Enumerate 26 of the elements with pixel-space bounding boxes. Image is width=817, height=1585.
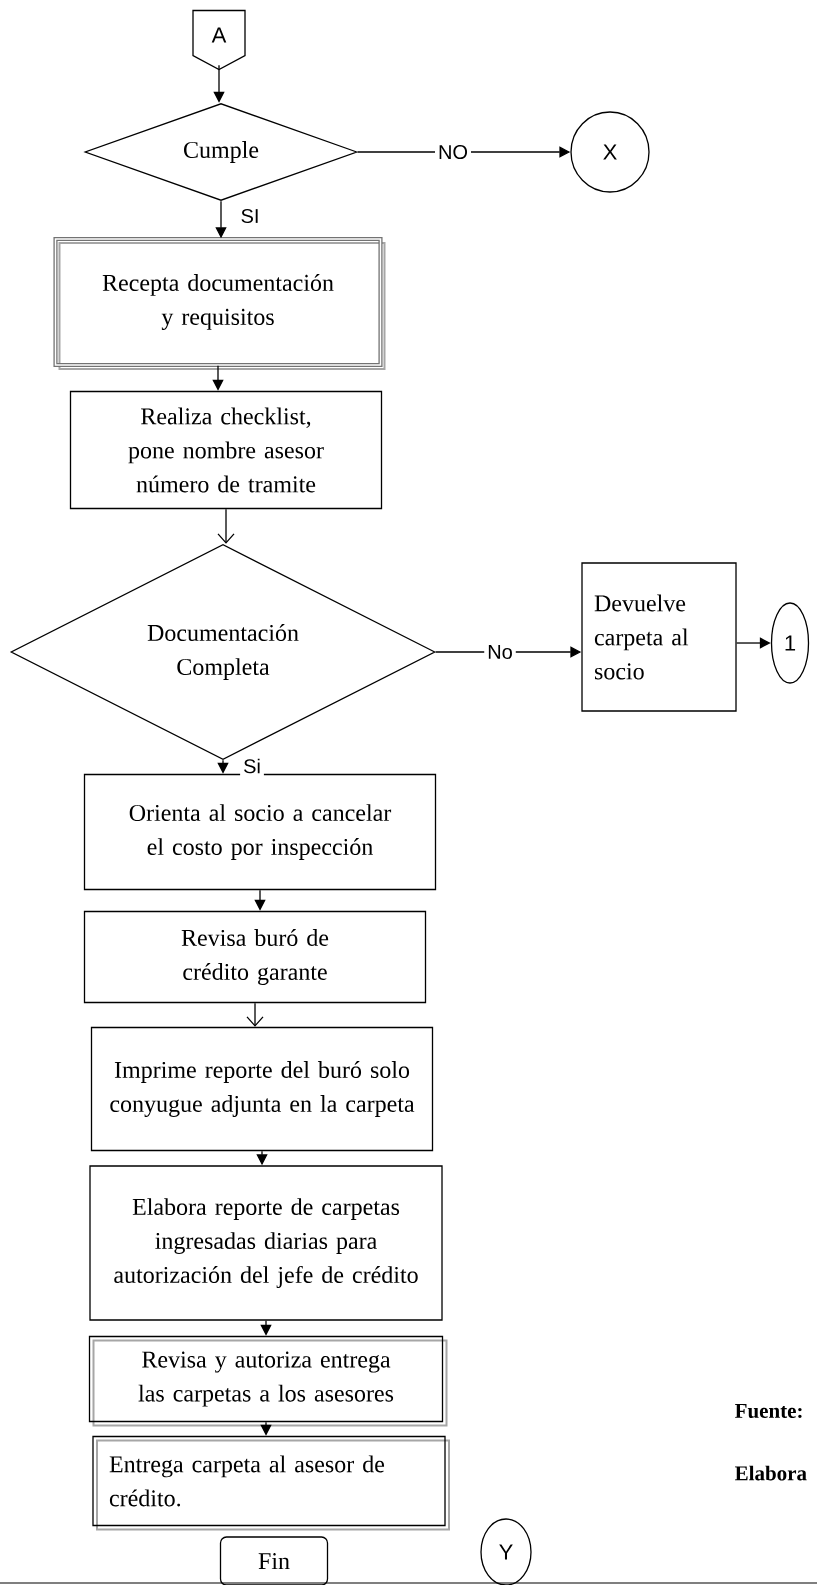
arrow xyxy=(217,508,235,544)
process-box: Orienta al socio a cancelar el costo por inspección xyxy=(83,773,437,891)
arrow xyxy=(212,365,224,391)
edge-label: No xyxy=(484,642,516,662)
edge-label: Si xyxy=(240,755,264,777)
note-text: Elabora xyxy=(735,1465,807,1481)
offpage-connector: A xyxy=(192,9,246,71)
process-box: Revisa y autoriza entrega las carpetas a los asesores xyxy=(88,1335,448,1427)
arrow xyxy=(217,759,229,774)
terminator: Fin xyxy=(219,1536,329,1585)
process-box: Entrega carpeta al asesor de crédito. xyxy=(92,1435,450,1531)
arrow xyxy=(260,1421,272,1436)
process-box: Recepta documentación y requisitos xyxy=(53,236,386,370)
arrow xyxy=(254,889,266,911)
arrow xyxy=(260,1320,272,1336)
process-box: Elabora reporte de carpetas ingresadas diarias para autorización del jefe de crédito xyxy=(89,1165,443,1321)
note-text: Fuente: xyxy=(735,1404,802,1419)
process-box: Imprime reporte del buró solo conyugue adjunta en la carpeta xyxy=(90,1026,434,1152)
edge-label: SI xyxy=(237,205,263,227)
process-box: Revisa buró de crédito garante xyxy=(83,910,427,1004)
edge-label: NO xyxy=(435,141,471,163)
process-box: Devuelve carpeta al socio xyxy=(581,562,737,712)
arrow xyxy=(736,637,771,649)
process-box: Realiza checklist, pone nombre asesor número de tramite xyxy=(69,390,383,510)
arrow xyxy=(213,64,225,103)
arrow xyxy=(246,1002,264,1027)
